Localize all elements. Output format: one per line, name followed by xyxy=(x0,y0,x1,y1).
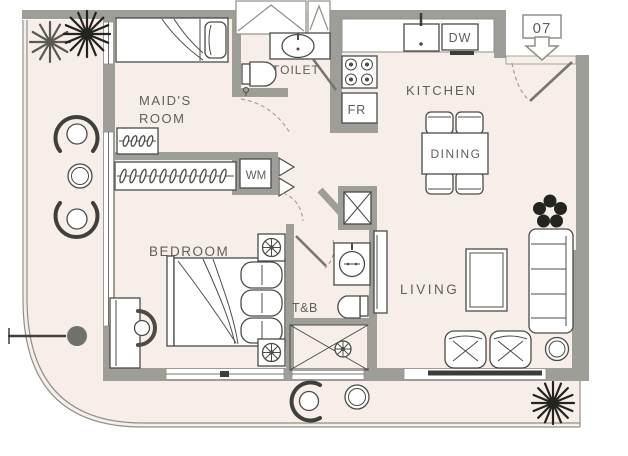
bifold-door-icon xyxy=(278,156,296,178)
armchair-icon xyxy=(489,330,532,369)
balcony-chair-icon xyxy=(289,380,322,423)
bedroom: BEDROOM xyxy=(109,161,286,369)
coffee-table xyxy=(465,248,508,312)
kitchen: DW FR KITCHEN xyxy=(341,13,495,124)
living-room: LIVING xyxy=(373,194,574,369)
linen-closet xyxy=(338,186,377,230)
dishwasher xyxy=(441,23,479,51)
room-label-toilet: TOILET xyxy=(272,63,320,77)
pillow-icon xyxy=(204,21,227,59)
label-dishwasher: DW xyxy=(449,31,472,45)
bed-footboard xyxy=(166,255,175,347)
dining-chair xyxy=(425,111,454,135)
laundry-closet: WM xyxy=(232,152,304,222)
right-wall-pier xyxy=(572,250,589,381)
balcony-bottom-furniture xyxy=(289,380,576,426)
label-refrigerator: FR xyxy=(348,103,367,117)
entrance-arrow-icon xyxy=(524,36,560,61)
balcony-inner-edge xyxy=(26,20,580,424)
maids-room: MAID'S ROOM xyxy=(115,17,229,155)
tb-bathroom: T&B xyxy=(289,235,371,371)
balcony-chair-icon xyxy=(53,201,100,239)
unit-number: 07 xyxy=(533,20,552,37)
desk-chair-icon xyxy=(136,309,157,347)
balcony-outer-edge xyxy=(22,20,580,428)
plant-icon xyxy=(62,9,112,59)
dining-chair xyxy=(425,171,454,195)
room-label-kitchen: KITCHEN xyxy=(406,83,477,98)
toilet-room: TOILET xyxy=(240,32,338,134)
tb-wc-icon xyxy=(337,295,361,319)
toilet-door-leaf xyxy=(311,58,338,91)
dining-chair xyxy=(455,111,484,135)
plant-flower-icon xyxy=(533,194,567,228)
entrance-door-leaf xyxy=(529,61,573,102)
room-label-living: LIVING xyxy=(400,282,459,297)
toilet-door-swing xyxy=(240,98,291,134)
bifold-door-icon xyxy=(278,176,296,198)
room-label-bedroom: BEDROOM xyxy=(149,244,229,259)
refrigerator xyxy=(341,92,378,124)
kitchen-sink-icon xyxy=(403,23,440,52)
tv-console xyxy=(373,230,388,314)
tb-door-leaf xyxy=(295,235,327,267)
entrance-door-swing xyxy=(511,62,530,101)
washing-machine xyxy=(239,158,272,189)
toilet-wc-icon xyxy=(249,61,277,87)
room-label-tb: T&B xyxy=(292,301,318,315)
balcony-floor xyxy=(22,20,581,428)
dining-table xyxy=(421,132,489,175)
dining-set: DINING xyxy=(421,111,489,195)
plant-icon xyxy=(530,380,576,426)
plant-icon xyxy=(28,20,72,64)
room-label-maids-1: MAID'S xyxy=(139,93,192,108)
armchair-icon xyxy=(444,330,487,369)
label-washing-machine: WM xyxy=(246,170,266,182)
bedroom-door-swing xyxy=(282,192,304,222)
desk xyxy=(109,297,141,369)
room-label-dining: DINING xyxy=(431,147,482,161)
room-label-maids-2: ROOM xyxy=(139,111,185,126)
column-marker xyxy=(67,326,87,346)
dining-chair xyxy=(455,171,484,195)
shower-area xyxy=(289,324,369,371)
right-wall xyxy=(576,55,589,250)
balcony-chair-icon xyxy=(53,115,100,153)
entrance: 07 xyxy=(505,14,577,102)
entrance-left-pier xyxy=(494,19,506,58)
sofa-icon xyxy=(528,228,574,334)
balcony-left-furniture xyxy=(8,9,112,346)
duct-shaft xyxy=(235,0,331,35)
